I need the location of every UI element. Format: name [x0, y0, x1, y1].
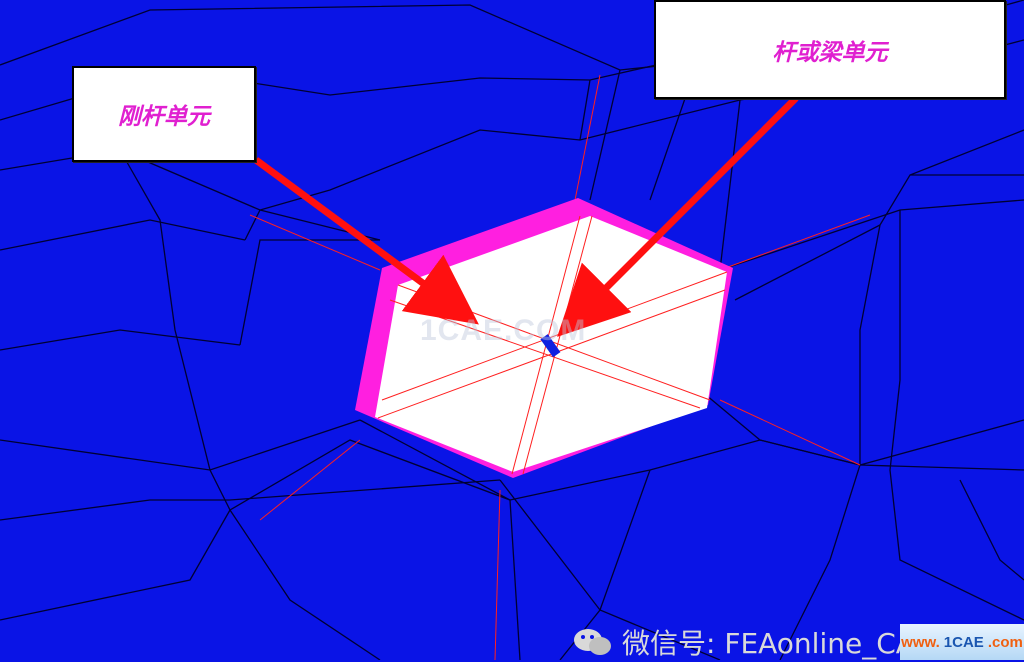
beam-element [540, 334, 561, 358]
label-rigid-element: 刚杆单元 [118, 104, 210, 130]
wechat-id-text: 微信号: FEAonline_CAE [622, 627, 933, 660]
callout-beam-element: 杆或梁单元 [654, 0, 1006, 99]
logo-brand: 1CAE [943, 633, 984, 651]
arrow-icon [557, 95, 799, 337]
site-logo: www. 1CAE .com [900, 624, 1024, 660]
logo-suffix: .com [987, 633, 1023, 651]
wechat-icon [574, 629, 611, 655]
rigid-element-lines [249, 74, 871, 660]
label-beam-element: 杆或梁单元 [772, 39, 888, 66]
wechat-watermark: 微信号: FEAonline_CAE [572, 624, 1024, 660]
logo-prefix: www. [901, 633, 940, 651]
callout-rigid-element: 刚杆单元 [72, 66, 256, 162]
arrow-icon [253, 157, 479, 325]
center-watermark: 1CAE.COM [420, 314, 587, 347]
